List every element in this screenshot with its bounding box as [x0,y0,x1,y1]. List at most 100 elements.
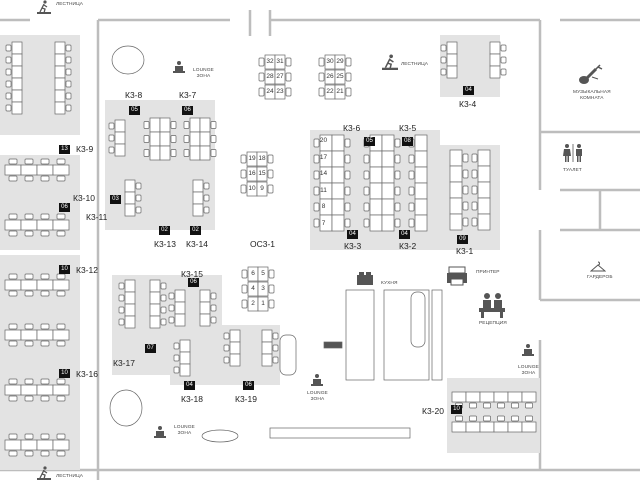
chair [394,202,401,212]
stairs-icon [37,0,51,14]
badge-k3-3: 04 [347,230,358,239]
seat-number: 29 [336,58,344,65]
desk [199,131,211,147]
chair [5,92,12,100]
chair [240,154,247,164]
chair [8,433,18,440]
chair [258,72,265,82]
desk [114,143,126,157]
chair [497,415,505,422]
chair [241,299,248,309]
kitchen-icon [356,272,374,286]
desk [414,166,428,184]
label-stairs-bottom: ЛЕСТНИЦА [56,474,84,479]
chair [56,230,66,237]
zone-label-k3-3[interactable]: К3-3 [344,241,362,251]
zone-label-os3-1[interactable]: ОС3-1 [250,239,276,249]
zone-label-k3-5[interactable]: К3-5 [399,123,417,133]
chair [272,344,279,352]
desk [159,131,171,147]
desk [192,191,204,205]
desk [36,439,54,451]
label-lounge-top: LOUNGE ЗОНА [193,68,214,79]
chair [170,149,177,157]
chair [24,158,34,165]
chair [363,154,370,164]
label-toilet: ТУАЛЕТ [563,168,582,173]
desk [4,439,22,451]
zone-label-k3-20[interactable]: К3-20 [422,406,444,416]
chair [118,306,125,314]
chair [455,415,463,422]
seat-number: 23 [276,88,284,95]
desk [449,149,463,167]
desk [381,150,395,168]
chair [24,273,34,280]
chair [267,169,274,179]
zone-label-k3-9[interactable]: К3-9 [76,144,94,154]
chair [203,194,210,202]
armchair [109,389,143,427]
chair [56,395,66,402]
desk [521,391,537,403]
desk [489,65,501,79]
zone-label-k3-11[interactable]: К3-11 [86,212,108,222]
seat-number: 5 [261,270,265,277]
chair [24,213,34,220]
desk [369,198,383,216]
desk [479,391,495,403]
zone-label-k3-14[interactable]: К3-14 [186,239,208,249]
chair [210,316,217,324]
desk [261,341,273,355]
zone-label-k3-13[interactable]: К3-13 [154,239,176,249]
desk [149,117,161,133]
printer-icon [446,265,468,287]
chair [40,395,50,402]
chair [511,402,519,409]
desk [54,65,66,79]
seat-number: 6 [251,270,255,277]
desk [331,214,345,232]
desk [477,213,491,231]
desk [229,353,241,367]
zone-label-k3-15[interactable]: К3-15 [181,269,203,279]
desk [199,289,211,303]
chair [56,323,66,330]
chair [223,356,230,364]
chair [24,323,34,330]
chair [223,332,230,340]
zone-label-k3-8[interactable]: К3-8 [125,90,143,100]
zone-label-k3-19[interactable]: К3-19 [235,394,257,404]
chair [497,402,505,409]
zone-label-k3-6[interactable]: К3-6 [343,123,361,133]
chair [408,202,415,212]
zone-label-k3-18[interactable]: К3-18 [181,394,203,404]
desk [256,151,268,167]
desk [20,384,38,396]
desk [149,131,161,147]
seat-number: 8 [321,203,326,210]
chair [183,135,190,143]
zone-label-k3-7[interactable]: К3-7 [179,90,197,100]
desk [192,179,204,193]
desk [174,289,186,303]
zone-label-k3-2[interactable]: К3-2 [399,241,417,251]
zone-label-k3-1[interactable]: К3-1 [456,246,474,256]
chair [471,217,478,227]
desk [179,339,191,353]
zone-label-k3-17[interactable]: К3-17 [113,358,135,368]
chair [143,121,150,129]
desk [4,279,22,291]
desk [381,214,395,232]
chair [344,170,351,180]
seat-number: 10 [248,185,256,192]
seat-number: 27 [276,73,284,80]
chair [65,92,72,100]
zone-label-k3-16[interactable]: К3-16 [76,369,98,379]
zone-label-k3-12[interactable]: К3-12 [76,265,98,275]
desk [381,134,395,152]
zone-label-k3-4[interactable]: К3-4 [459,99,477,109]
chair [241,284,248,294]
desk [414,150,428,168]
zone-label-k3-10[interactable]: К3-10 [73,193,95,203]
